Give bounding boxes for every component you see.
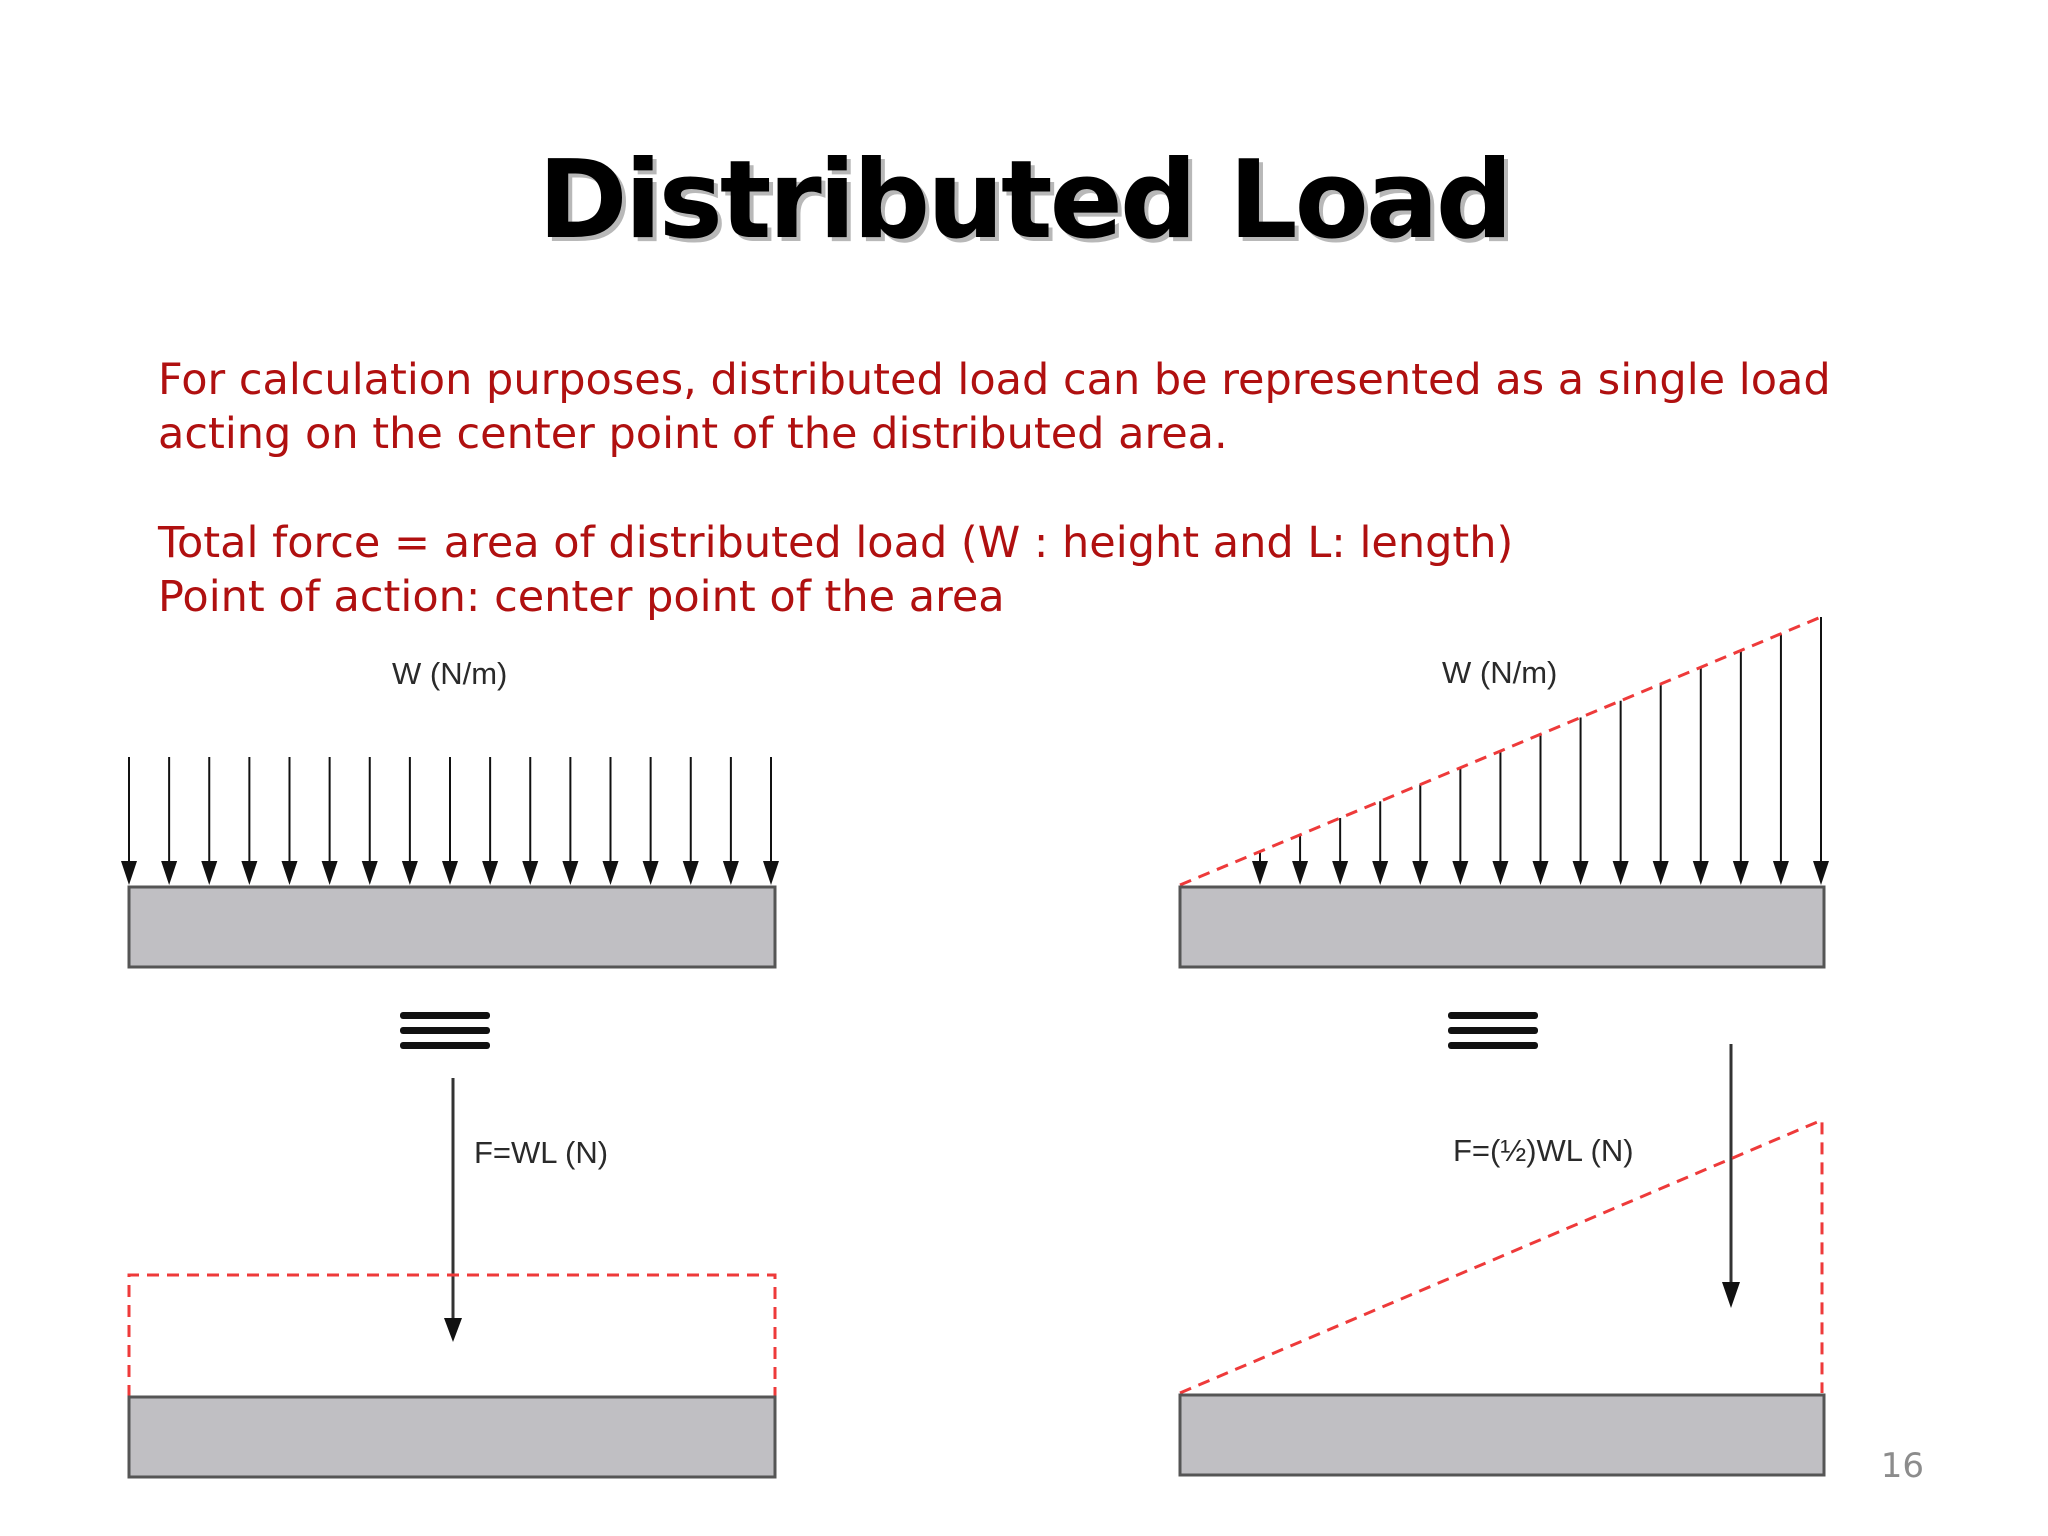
uniform-load-arrow-head [602,861,619,885]
paragraph-line-2: acting on the center point of the distri… [158,409,1228,459]
triangular-load-arrow-head [1652,861,1669,885]
triangular-load-arrow-head [1252,861,1268,885]
uniform-load-label: W (N/m) [392,656,507,691]
triangular-load-arrow-head [1572,861,1589,885]
triangular-load-envelope [1179,615,1822,887]
uniform-load-arrow-head [121,861,137,885]
uniform-load-arrow-head [361,861,378,885]
uniform-load-arrow-head [722,861,739,885]
triangular-load-arrow-head [1813,861,1829,885]
triangular-force-label: F=(½)WL (N) [1453,1133,1634,1168]
triangular-load-label: W (N/m) [1442,655,1557,690]
uniform-load-arrow-head [442,861,458,885]
uniform-beam-bottom [127,1395,777,1479]
triangular-load-arrow-head [1452,861,1469,885]
triangular-load-arrow-head [1532,861,1549,885]
page-number: 16 [1880,1446,1924,1486]
uniform-load-arrow-head [642,861,659,885]
uniform-resultant-arrowhead [444,1318,462,1342]
equivalence-icon-left [400,1012,490,1049]
triangular-load-arrows [1252,617,1829,885]
uniform-load-arrows [121,757,779,885]
triangular-beam-top [1178,885,1826,969]
triangular-load-arrow-head [1412,861,1429,885]
uniform-load-arrow-head [401,861,418,885]
equivalence-icon-right [1448,1012,1538,1049]
triangular-load-arrow-head [1772,861,1789,885]
uniform-load-arrow-head [562,861,579,885]
uniform-load-arrow-head [161,861,178,885]
triangular-load-arrow-head [1692,861,1709,885]
point-of-action-text: Point of action: center point of the are… [158,572,1005,622]
triangular-beam-bottom [1178,1393,1826,1477]
triangular-load-diagram: W (N/m) F=(½)WL (N) [1178,615,1829,1477]
uniform-load-arrow-head [321,861,338,885]
triangular-load-arrow-head [1492,861,1509,885]
uniform-load-arrow-head [522,861,539,885]
uniform-load-arrow-head [241,861,258,885]
uniform-load-arrow-head [201,861,218,885]
slide-title: Distributed Load [537,138,1513,263]
uniform-load-diagram: W (N/m) F=WL (N) [121,656,779,1479]
triangular-load-arrow-head [1372,861,1389,885]
uniform-load-arrow-head [682,861,699,885]
triangular-load-arrow-head [1732,861,1749,885]
uniform-load-arrow-head [763,861,779,885]
total-force-text: Total force = area of distributed load (… [158,518,1514,568]
uniform-load-arrow-head [482,861,499,885]
uniform-load-area-outline [127,1273,777,1397]
triangular-load-arrow-head [1332,861,1349,885]
triangular-load-arrow-head [1292,861,1309,885]
paragraph-line-1: For calculation purposes, distributed lo… [158,355,1831,405]
uniform-load-arrow-head [281,861,298,885]
uniform-force-label: F=WL (N) [474,1135,608,1170]
triangular-resultant-arrowhead [1722,1282,1740,1308]
uniform-beam-top [127,885,777,969]
triangular-load-arrow-head [1612,861,1629,885]
